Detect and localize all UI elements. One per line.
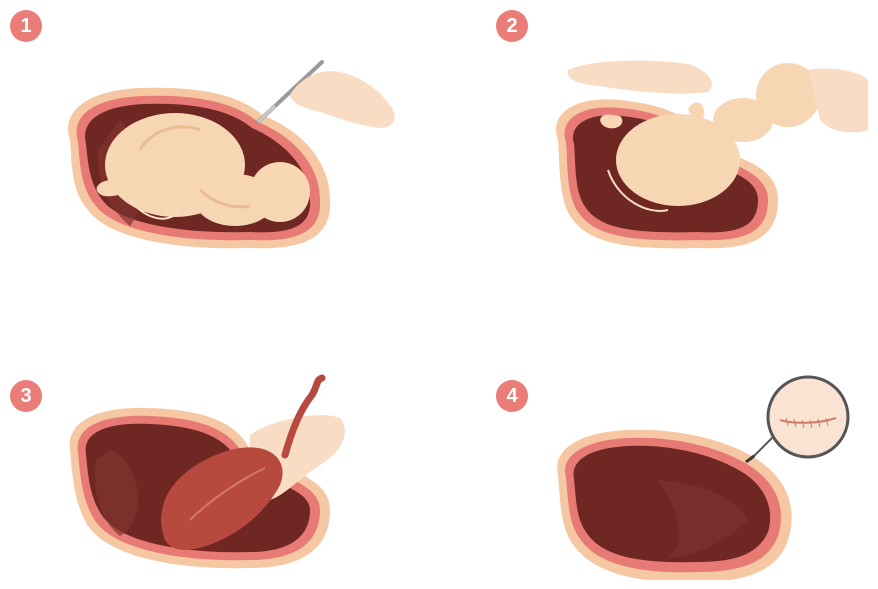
step-2-illustration [448, 0, 868, 280]
step-3-illustration [0, 300, 420, 580]
step-4-panel: 4 [448, 300, 868, 580]
step-1-panel: 1 [0, 0, 420, 280]
step-3-panel: 3 [0, 300, 420, 580]
step-4-illustration [448, 300, 868, 580]
step-2-panel: 2 [448, 0, 868, 280]
step-1-illustration [0, 0, 420, 280]
hand-icon [290, 71, 395, 128]
magnifier-icon [750, 377, 848, 460]
